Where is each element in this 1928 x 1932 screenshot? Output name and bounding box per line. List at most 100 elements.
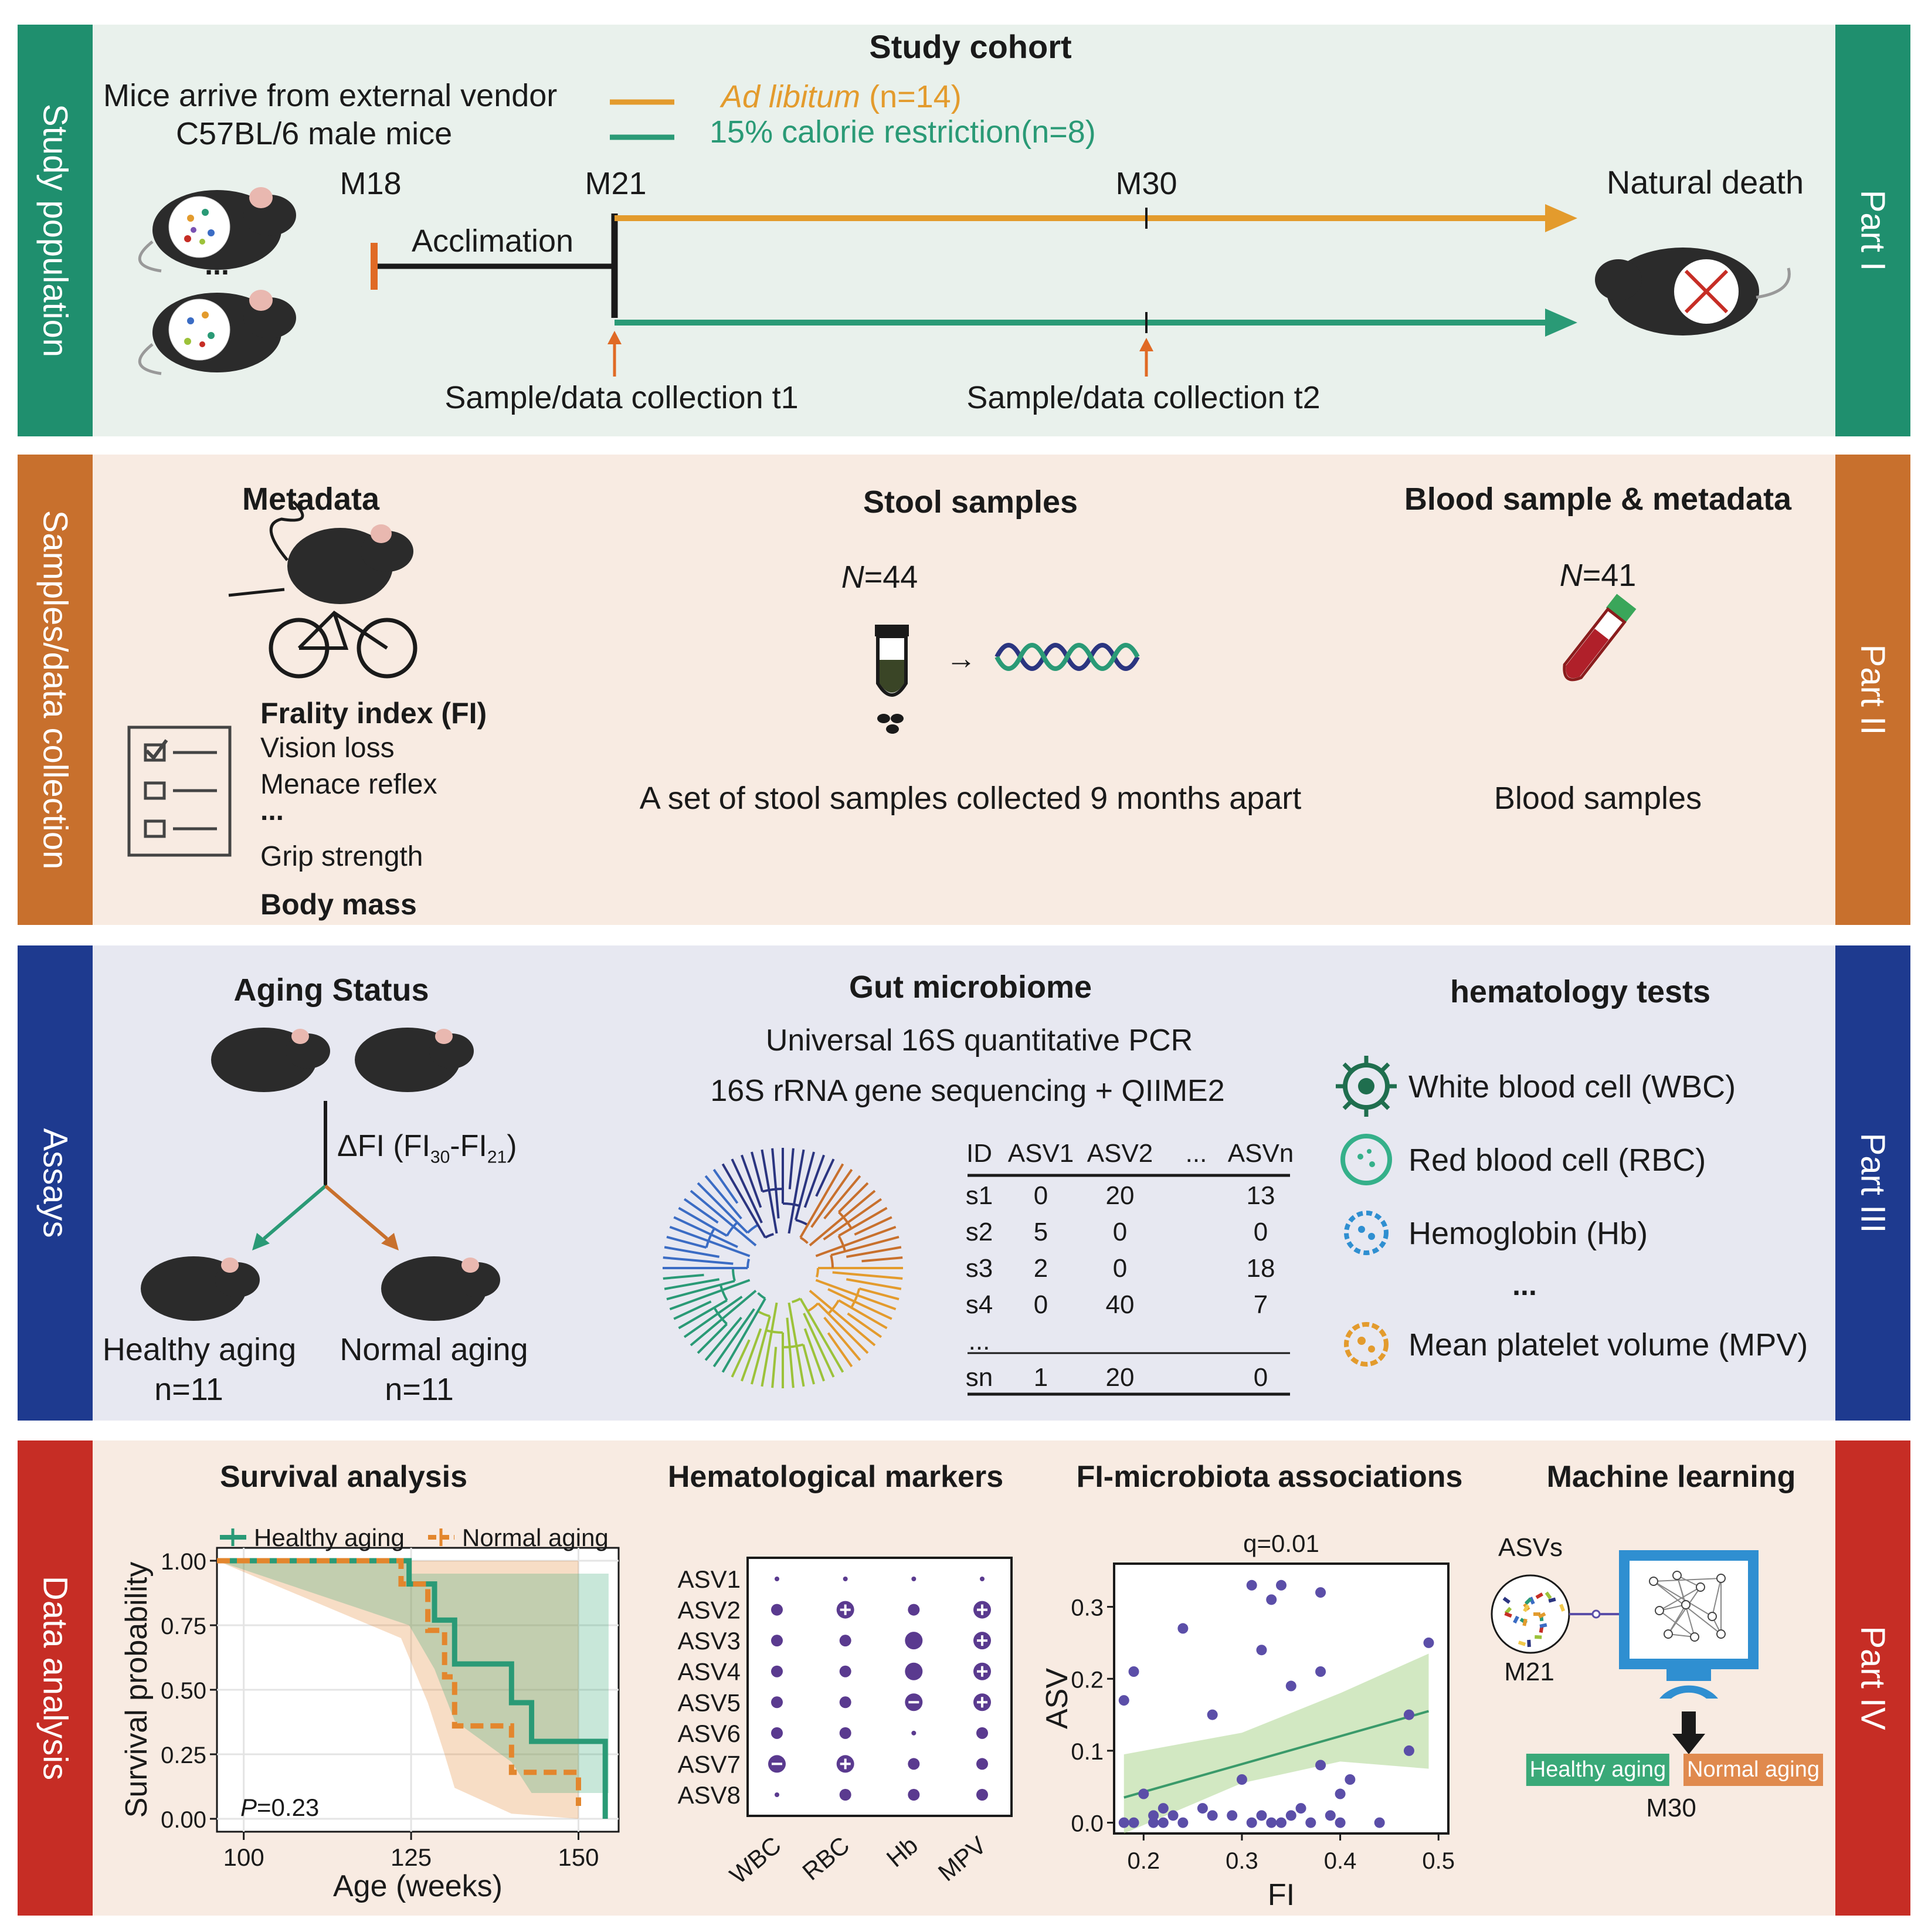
scatter-point bbox=[1118, 1817, 1129, 1828]
ml-title: Machine learning bbox=[1546, 1460, 1796, 1494]
table-cell: 20 bbox=[1105, 1181, 1135, 1210]
y-tick-label: 0.0 bbox=[1071, 1811, 1104, 1837]
tree-arc bbox=[757, 1292, 766, 1300]
tree-branch bbox=[683, 1198, 719, 1224]
tree-branch bbox=[690, 1290, 757, 1347]
network-node bbox=[1690, 1632, 1699, 1642]
network-edge bbox=[1712, 1578, 1722, 1617]
y-tick-label: 0.2 bbox=[1071, 1667, 1104, 1693]
scatter-point bbox=[1315, 1760, 1326, 1771]
table-header-cell: ... bbox=[1185, 1139, 1207, 1168]
dotplot-point bbox=[976, 1727, 988, 1739]
delta-fi-sub-30: 30 bbox=[430, 1147, 450, 1167]
tree-branch bbox=[802, 1344, 815, 1385]
tree-arc bbox=[782, 1202, 800, 1207]
network-node bbox=[1681, 1600, 1691, 1609]
tree-branch bbox=[815, 1279, 897, 1310]
tree-branch bbox=[786, 1317, 795, 1388]
tree-arc bbox=[830, 1255, 834, 1268]
asv-bacterium bbox=[1539, 1623, 1547, 1628]
label-m18: M18 bbox=[340, 166, 402, 201]
network-node bbox=[1649, 1577, 1658, 1586]
fi-item: Menace reflex bbox=[260, 769, 437, 800]
sidebar-assays: Assays bbox=[18, 945, 93, 1421]
tree-branch bbox=[788, 1302, 805, 1387]
scatter-point bbox=[1266, 1817, 1277, 1828]
tree-branch bbox=[741, 1328, 762, 1382]
p-value-letter: P bbox=[240, 1794, 257, 1821]
healthy-aging-label: Healthy aging bbox=[102, 1332, 297, 1367]
tree-branch bbox=[704, 1175, 742, 1220]
ml-m30-label: M30 bbox=[1646, 1794, 1696, 1822]
tree-arc bbox=[795, 1218, 809, 1226]
dotplot-y-label: ASV2 bbox=[678, 1597, 741, 1624]
hema-markers-title: Hematological markers bbox=[667, 1460, 1004, 1494]
healthy-aging-n: n=11 bbox=[154, 1372, 223, 1407]
delta-fi-label: ΔFI (FI30-FI21) bbox=[337, 1128, 517, 1167]
tree-branch bbox=[803, 1154, 825, 1208]
dotplot-y-label: ASV7 bbox=[678, 1750, 741, 1778]
tree-branch bbox=[803, 1328, 825, 1382]
dotplot-y-label: ASV8 bbox=[678, 1781, 741, 1809]
table-cell: 0 bbox=[1253, 1363, 1268, 1392]
tree-branch bbox=[771, 1347, 778, 1388]
tree-branch bbox=[847, 1312, 882, 1338]
asv-bacterium bbox=[1523, 1604, 1530, 1612]
label-natural-death: Natural death bbox=[1606, 164, 1804, 201]
tree-branch bbox=[854, 1216, 892, 1236]
tree-branch bbox=[751, 1151, 763, 1192]
fi-item: Vision loss bbox=[260, 733, 395, 764]
frailty-index-title: Frality index (FI) bbox=[260, 697, 487, 730]
scatter-point bbox=[1305, 1817, 1316, 1828]
stool-title: Stool samples bbox=[863, 484, 1078, 520]
tree-branch bbox=[673, 1300, 712, 1320]
tree-branch bbox=[751, 1316, 771, 1385]
tree-branch bbox=[846, 1278, 902, 1290]
delta-fi-sub-21: 21 bbox=[487, 1147, 507, 1167]
hematology-item: Hemoglobin (Hb) bbox=[1408, 1216, 1648, 1251]
stool-n-value: =44 bbox=[864, 560, 918, 595]
table-cell: 0 bbox=[1112, 1254, 1128, 1283]
y-tick-label: 1.00 bbox=[161, 1549, 206, 1575]
scatter-point bbox=[1276, 1580, 1287, 1591]
scatter-point bbox=[1295, 1803, 1306, 1814]
fi-item: Grip strength bbox=[260, 841, 423, 872]
tree-arc bbox=[816, 1267, 819, 1277]
table-cell: s4 bbox=[965, 1290, 993, 1319]
table-cell: 20 bbox=[1105, 1363, 1135, 1392]
table-header-cell: ID bbox=[966, 1139, 992, 1168]
tree-branch bbox=[690, 1189, 757, 1246]
tree-arc bbox=[746, 1223, 759, 1234]
network-node bbox=[1672, 1571, 1682, 1580]
dotplot-y-label: ASV4 bbox=[678, 1658, 741, 1686]
x-axis-label: FI bbox=[1268, 1878, 1295, 1912]
table-cell: s2 bbox=[965, 1218, 993, 1246]
network-edge bbox=[1668, 1604, 1686, 1635]
table-cell: 18 bbox=[1246, 1254, 1275, 1283]
tree-branch bbox=[697, 1182, 749, 1234]
y-axis-label: ASV bbox=[1040, 1668, 1074, 1729]
dotplot-x-label: Hb bbox=[881, 1831, 923, 1873]
dotplot-point bbox=[839, 1789, 851, 1801]
dotplot-point bbox=[771, 1665, 783, 1677]
tree-arc bbox=[792, 1297, 801, 1303]
table-header-cell: ASVn bbox=[1227, 1139, 1294, 1168]
x-tick-label: 0.3 bbox=[1226, 1848, 1258, 1874]
table-cell: 0 bbox=[1253, 1218, 1268, 1246]
tree-branch bbox=[771, 1148, 780, 1219]
dotplot-frame bbox=[746, 1557, 1013, 1817]
platelet-icon bbox=[1344, 1322, 1389, 1367]
dotplot-point bbox=[908, 1758, 920, 1770]
label-m30: M30 bbox=[1115, 166, 1177, 201]
panel-samples-collection: Samples/data collection Part II bbox=[18, 455, 1910, 925]
aging-status-title: Aging Status bbox=[233, 972, 429, 1008]
hematology-item: White blood cell (WBC) bbox=[1408, 1069, 1736, 1104]
dotplot-point bbox=[771, 1696, 783, 1709]
asv-bacterium bbox=[1538, 1612, 1546, 1619]
tree-branch bbox=[827, 1288, 892, 1320]
sidebar-data-analysis: Data analysis bbox=[18, 1440, 93, 1916]
network-node bbox=[1664, 1629, 1673, 1639]
tree-branch bbox=[673, 1216, 738, 1248]
stool-n: N=44 bbox=[841, 559, 918, 595]
